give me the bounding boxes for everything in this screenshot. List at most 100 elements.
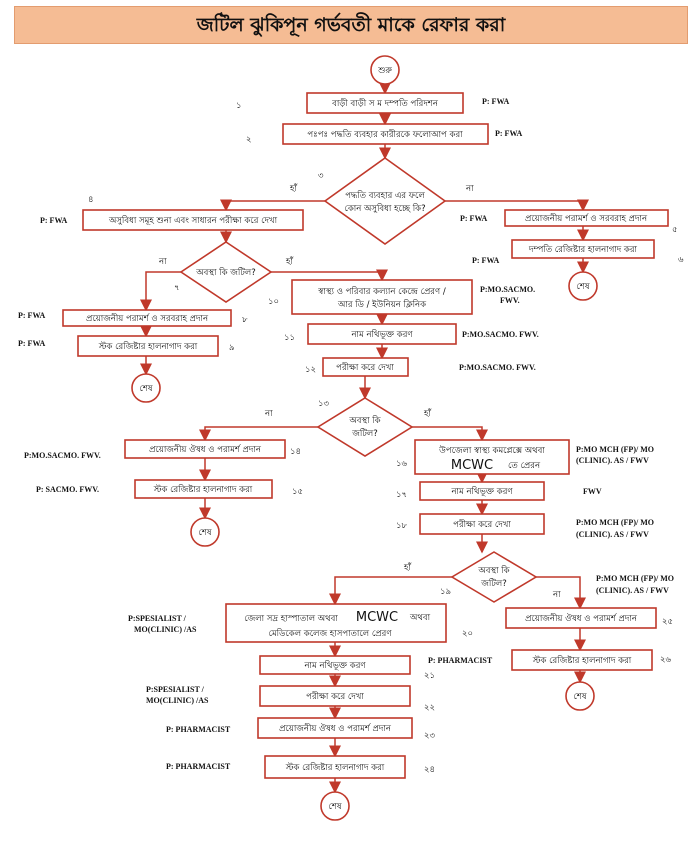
- svg-text:শেষ: শেষ: [328, 802, 342, 812]
- svg-text:P: FWA: P: FWA: [18, 311, 46, 320]
- svg-text:FWV: FWV: [583, 487, 602, 496]
- svg-text:P:MO.SACMO. FWV.: P:MO.SACMO. FWV.: [459, 363, 536, 372]
- step-11-box: নাম নথিভূক্ত করণ: [307, 323, 457, 345]
- svg-text:P: FWA: P: FWA: [40, 216, 68, 225]
- step-10-box: স্বাস্থ্য ও পরিবার কল্যান কেন্দ্রে প্রের…: [291, 279, 473, 315]
- step-14-box: প্রয়োজনীয় ঔষধ ও পরামর্শ প্রদান: [124, 439, 286, 459]
- svg-text:১৯: ১৯: [440, 587, 452, 597]
- step-8-box: প্রয়োজনীয় পরামর্শ ও সরবরাহ প্রদান: [62, 309, 232, 327]
- svg-text:P:MO.SACMO.: P:MO.SACMO.: [480, 285, 535, 294]
- svg-text:MO(CLINIC) /AS: MO(CLINIC) /AS: [134, 625, 197, 634]
- svg-text:P:MO MCH (FP)/ MO: P:MO MCH (FP)/ MO: [576, 518, 654, 527]
- no-label: না: [552, 590, 561, 600]
- svg-text:(CLINIC). AS / FWV: (CLINIC). AS / FWV: [576, 530, 649, 539]
- no-label: না: [264, 409, 273, 419]
- title-bar: জটিল ঝুকিপূন গর্ভবতী মাকে রেফার করা: [14, 6, 688, 44]
- svg-text:৯: ৯: [229, 343, 235, 353]
- svg-text:প্রয়োজনীয় পরামর্শ ও সরবরাহ প: প্রয়োজনীয় পরামর্শ ও সরবরাহ প্রদান: [86, 312, 209, 324]
- svg-text:১৭: ১৭: [396, 490, 407, 500]
- svg-text:প্রয়োজনীয় পরামর্শ ও সরবরাহ প: প্রয়োজনীয় পরামর্শ ও সরবরাহ প্রদান: [525, 212, 648, 224]
- svg-text:২৪: ২৪: [424, 765, 435, 775]
- svg-text:পরীক্ষা করে দেখা: পরীক্ষা করে দেখা: [306, 690, 364, 702]
- no-label: না: [158, 257, 167, 267]
- svg-text:(CLINIC). AS / FWV: (CLINIC). AS / FWV: [596, 586, 669, 595]
- svg-text:স্টক রেজিষ্টার হালনাগাদ করা: স্টক রেজিষ্টার হালনাগাদ করা: [98, 340, 198, 352]
- svg-text:P: FWA: P: FWA: [495, 129, 523, 138]
- svg-text:পদ্ধতি ব্যবহার এর ফলে: পদ্ধতি ব্যবহার এর ফলে: [345, 190, 425, 201]
- branch-labels: হাঁ না না হাঁ না হাঁ হাঁ না: [158, 182, 561, 600]
- svg-text:২৩: ২৩: [424, 731, 436, 741]
- svg-text:জেলা সদ্র হাস্পাতাল অথবা: জেলা সদ্র হাস্পাতাল অথবা: [244, 614, 338, 624]
- step-12-box: পরীক্ষা করে দেখা: [322, 357, 409, 377]
- svg-text:১৬: ১৬: [396, 459, 408, 469]
- svg-text:P: PHARMACIST: P: PHARMACIST: [428, 656, 493, 665]
- step-1-box: বাড়ী বাড়ী স ম দম্পতি পরিদশন: [306, 92, 464, 114]
- svg-text:১৪: ১৪: [290, 447, 301, 457]
- end-terminal: শেষ: [131, 373, 161, 403]
- svg-text:পরীক্ষা করে দেখা: পরীক্ষা করে দেখা: [453, 518, 511, 530]
- svg-text:পঃপঃ পদ্ধতি ব্যবহার কারীরকে ফল: পঃপঃ পদ্ধতি ব্যবহার কারীরকে ফলোআপ করা: [307, 128, 463, 140]
- step-23-box: প্রয়োজনীয় ঔষধ ও পরামর্শ প্রদান: [257, 717, 413, 739]
- svg-text:৬: ৬: [678, 255, 684, 265]
- svg-text:উপজেলা স্বাস্থ্য কমপ্লেক্সে অথ: উপজেলা স্বাস্থ্য কমপ্লেক্সে অথবা: [438, 444, 545, 456]
- svg-text:স্টক রেজিষ্টার হালনাগাদ করা: স্টক রেজিষ্টার হালনাগাদ করা: [532, 654, 632, 666]
- step-16-box: উপজেলা স্বাস্থ্য কমপ্লেক্সে অথবা MCWC তে…: [414, 439, 570, 475]
- svg-text:২৬: ২৬: [660, 655, 672, 665]
- decision-3: পদ্ধতি ব্যবহার এর ফলে কোন অসুবিধা হচ্ছে …: [323, 157, 447, 245]
- step-25-box: প্রয়োজনীয় ঔষধ ও পরামর্শ প্রদান: [505, 607, 657, 629]
- step-18-box: পরীক্ষা করে দেখা: [419, 513, 545, 535]
- decision-7: অবস্থা কি জটিল?: [179, 241, 273, 303]
- svg-text:২০: ২০: [462, 629, 473, 639]
- yes-label: হাঁ: [289, 182, 298, 194]
- step-5-box: প্রয়োজনীয় পরামর্শ ও সরবরাহ প্রদান: [504, 209, 669, 227]
- svg-text:মেডিকেল কলেজ হাসপাতালে প্রেরণ: মেডিকেল কলেজ হাসপাতালে প্রেরণ: [269, 628, 393, 639]
- svg-text:P:SPESIALIST /: P:SPESIALIST /: [146, 685, 205, 694]
- svg-text:২৫: ২৫: [662, 617, 673, 627]
- svg-text:P: FWA: P: FWA: [460, 214, 488, 223]
- yes-label: হাঁ: [423, 407, 432, 419]
- step-17-box: নাম নথিভূক্ত করণ: [419, 481, 545, 501]
- step-20-box: জেলা সদ্র হাস্পাতাল অথবা MCWC অথবা মেডিক…: [225, 603, 447, 643]
- svg-text:নাম নথিভূক্ত করণ: নাম নথিভূক্ত করণ: [350, 329, 413, 340]
- svg-text:স্টক রেজিষ্টার হালনাগাদ করা: স্টক রেজিষ্টার হালনাগাদ করা: [285, 761, 385, 773]
- step-24-box: স্টক রেজিষ্টার হালনাগাদ করা: [264, 755, 406, 779]
- svg-text:পরীক্ষা করে দেখা: পরীক্ষা করে দেখা: [336, 361, 394, 373]
- svg-text:প্রয়োজনীয় ঔষধ ও পরামর্শ প্রদ: প্রয়োজনীয় ঔষধ ও পরামর্শ প্রদান: [149, 443, 262, 455]
- step-2-box: পঃপঃ পদ্ধতি ব্যবহার কারীরকে ফলোআপ করা: [282, 123, 489, 145]
- svg-text:(CLINIC). AS / FWV: (CLINIC). AS / FWV: [576, 456, 649, 465]
- svg-text:১৫: ১৫: [292, 487, 303, 497]
- svg-text:P:MO.SACMO. FWV.: P:MO.SACMO. FWV.: [24, 451, 101, 460]
- svg-text:শেষ: শেষ: [198, 528, 212, 538]
- svg-text:P: SACMO. FWV.: P: SACMO. FWV.: [36, 485, 99, 494]
- connectors: [140, 82, 589, 794]
- svg-text:আর ডি / ইউনিয়ন ক্লিনিক: আর ডি / ইউনিয়ন ক্লিনিক: [337, 298, 427, 310]
- step-15-box: স্টক রেজিষ্টার হালনাগাদ করা: [134, 479, 273, 499]
- svg-text:৫: ৫: [672, 225, 678, 235]
- svg-text:২: ২: [246, 135, 252, 145]
- svg-text:P:MO MCH (FP)/ MO: P:MO MCH (FP)/ MO: [576, 445, 654, 454]
- svg-text:১৮: ১৮: [396, 521, 408, 531]
- step-22-box: পরীক্ষা করে দেখা: [259, 685, 411, 707]
- svg-text:MCWC: MCWC: [356, 610, 398, 625]
- svg-text:প্রয়োজনীয় ঔষধ ও পরামর্শ প্রদ: প্রয়োজনীয় ঔষধ ও পরামর্শ প্রদান: [279, 722, 392, 734]
- svg-text:P:MO.SACMO. FWV.: P:MO.SACMO. FWV.: [462, 330, 539, 339]
- svg-text:অবস্থা কি: অবস্থা কি: [477, 565, 510, 576]
- svg-text:অবস্থা কি জটিল?: অবস্থা কি জটিল?: [195, 266, 255, 278]
- svg-text:শেষ: শেষ: [139, 384, 153, 394]
- svg-text:শেষ: শেষ: [576, 282, 590, 292]
- svg-text:P: FWA: P: FWA: [18, 339, 46, 348]
- end-terminal: শেষ: [320, 791, 350, 821]
- svg-text:১০: ১০: [268, 297, 279, 307]
- svg-text:স্টক রেজিষ্টার হালনাগাদ করা: স্টক রেজিষ্টার হালনাগাদ করা: [153, 483, 253, 495]
- svg-text:২১: ২১: [424, 671, 435, 681]
- svg-text:২২: ২২: [424, 703, 436, 713]
- svg-text:নাম নথিভূক্ত করণ: নাম নথিভূক্ত করণ: [303, 660, 366, 671]
- end-terminal: শেষ: [190, 517, 220, 547]
- svg-text:জটিল?: জটিল?: [480, 577, 507, 589]
- svg-text:স্বাস্থ্য ও পরিবার কল্যান কেন্: স্বাস্থ্য ও পরিবার কল্যান কেন্দ্রে প্রের…: [317, 286, 446, 297]
- svg-text:৭: ৭: [174, 283, 180, 293]
- step-numbers: ১ ২ ৩ ৪ ৫ ৬ ৭ ৮ ৯ ১০ ১১ ১২ ১৩ ১৪ ১৫ ১৬ ১…: [88, 101, 684, 775]
- end-terminal: শেষ: [565, 681, 595, 711]
- svg-text:১: ১: [236, 101, 242, 111]
